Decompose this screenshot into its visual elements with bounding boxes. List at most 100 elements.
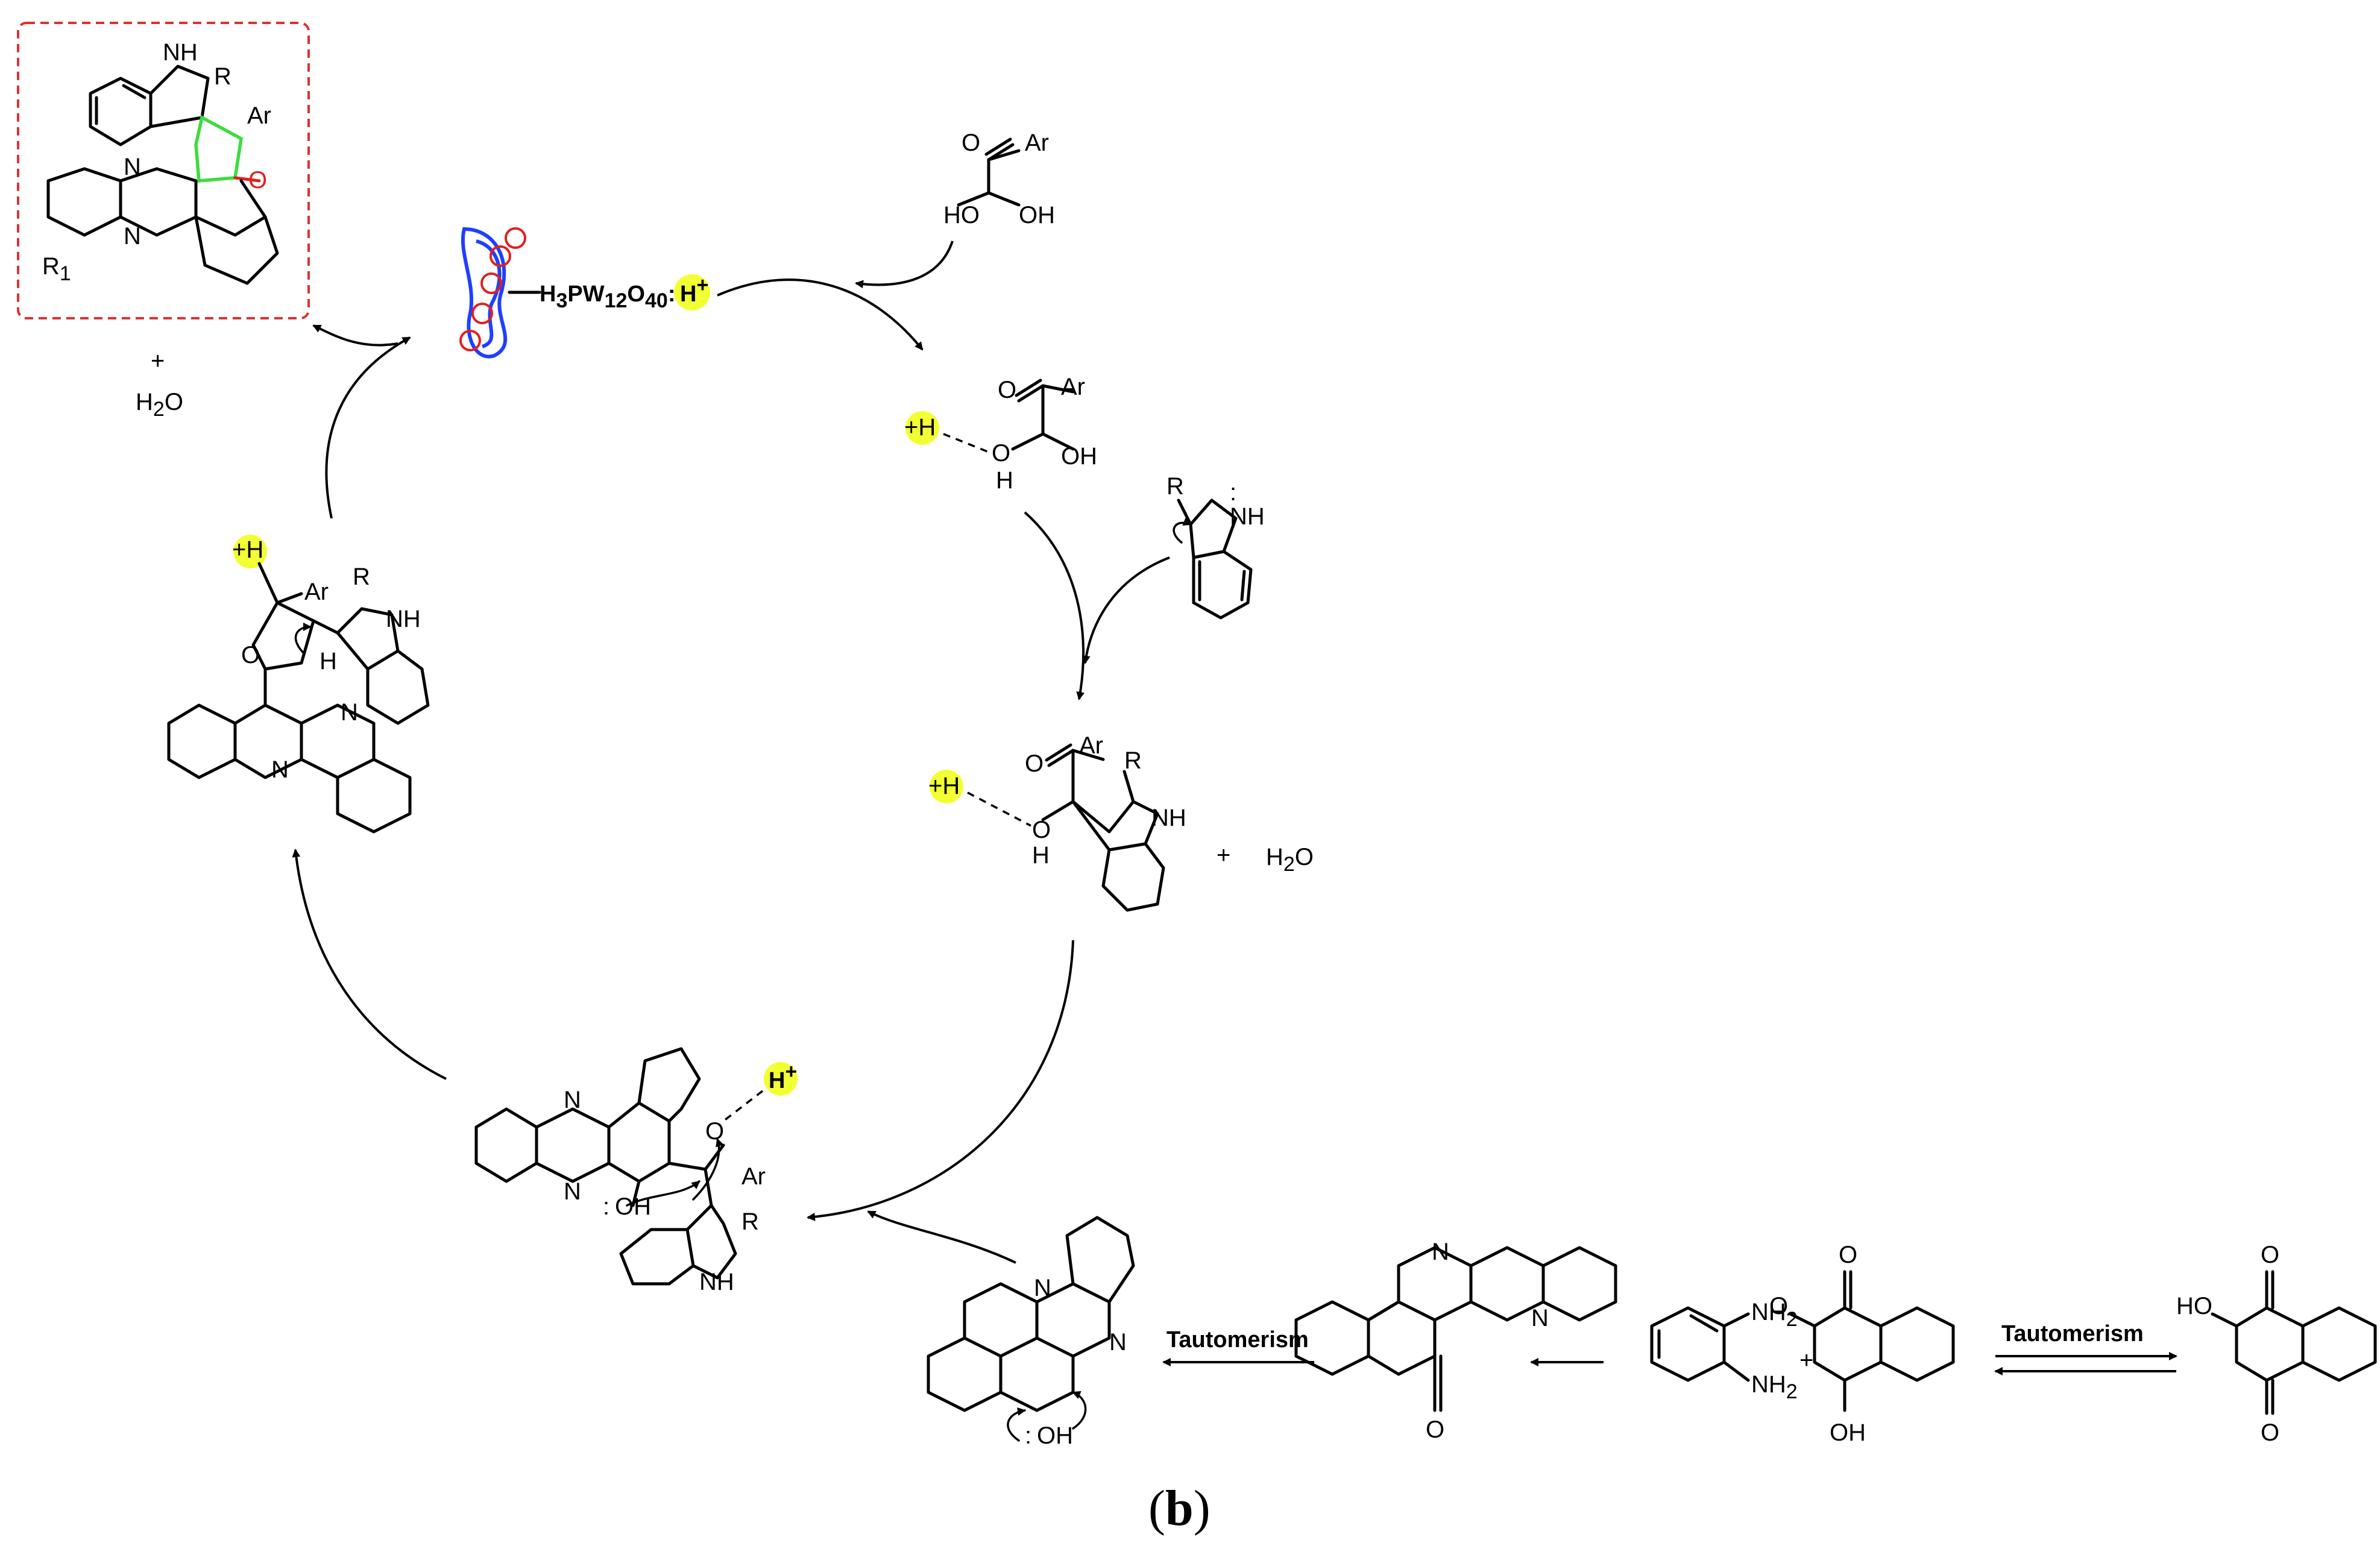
cyc-curved-arrow — [294, 623, 312, 655]
adduct-n-bottom: N — [564, 1178, 581, 1205]
proton-highlight-1 — [905, 411, 939, 445]
enol-oh: OH — [1037, 1422, 1073, 1449]
catalyst-proton-highlight — [674, 274, 710, 310]
adduct-curved-arrow-2 — [692, 1138, 724, 1201]
indole-curved-arrow — [1173, 518, 1192, 544]
diamine-nh2-top: NH2 — [1751, 1299, 1798, 1331]
product-ar: Ar — [247, 102, 271, 129]
protonated-hydrate — [1011, 379, 1075, 451]
adduct-intermediate — [474, 1047, 737, 1286]
adduct-oh: OH — [615, 1193, 651, 1220]
product-r: R — [214, 63, 231, 90]
proton-highlight-4 — [233, 535, 267, 568]
enol-benzophenazine — [927, 1216, 1135, 1412]
proton-label-2: +H — [928, 773, 960, 799]
int2-ar: Ar — [1079, 732, 1103, 759]
cyc-n1: N — [341, 699, 358, 726]
cycle-arrow-top — [717, 278, 924, 351]
int2-r: R — [1124, 747, 1142, 774]
plus-sign-3: + — [1799, 1347, 1813, 1374]
nq-o-top: O — [1839, 1242, 1857, 1268]
indole-entry-arrow — [1081, 556, 1170, 664]
product-o: O — [248, 167, 267, 193]
panel-label: (b) — [1148, 1480, 1210, 1536]
int2-o-top: O — [1025, 750, 1044, 777]
catalyst-proton: H+ — [680, 274, 708, 307]
cyc-o: O — [241, 642, 260, 668]
enol-lone-pair: : — [1025, 1422, 1031, 1449]
int2-nh: NH — [1151, 805, 1186, 831]
hbond-2 — [967, 791, 1031, 827]
nq-o-left: O — [1769, 1293, 1788, 1319]
o-phenylenediamine — [1650, 1306, 1750, 1382]
hbond-1 — [943, 433, 989, 453]
enol-entry-arrow — [867, 1210, 1016, 1264]
hydrate-oh: OH — [1061, 443, 1097, 470]
cyc-nh: NH — [386, 606, 421, 632]
hbond-3 — [722, 1090, 764, 1122]
water-2: H2O — [1266, 844, 1314, 876]
diamine-nh2-bottom: NH2 — [1751, 1371, 1798, 1403]
glyoxal-oh: OH — [1019, 202, 1055, 228]
proton-highlight-3 — [764, 1062, 798, 1096]
cyc-h: H — [320, 648, 337, 674]
catalyst-graphic — [459, 227, 541, 359]
tautomerism-label-1: Tautomerism — [1166, 1327, 1309, 1353]
lawsone-o-bottom: O — [2261, 1419, 2279, 1446]
indole-reagent — [1177, 498, 1253, 620]
lawsone — [2211, 1270, 2377, 1415]
lawsone-ho: HO — [2176, 1293, 2212, 1319]
keto-o: O — [1426, 1416, 1444, 1443]
keto-benzophenazine — [1294, 1246, 1617, 1412]
adduct-lone-pair: : — [603, 1193, 609, 1220]
enol-curved-arrow-1 — [1007, 1407, 1026, 1442]
plus-sign-2: + — [1217, 842, 1230, 869]
hydroxy-naphthoquinone — [1789, 1270, 1955, 1412]
cycle-arrow-right — [1024, 511, 1085, 700]
indolyl-hydroxy-intermediate — [1041, 743, 1165, 912]
hydrate-o: O — [992, 440, 1010, 467]
catalyst-formula: H3PW12O40: — [540, 281, 675, 312]
adduct-n-top: N — [564, 1087, 581, 1113]
tautomerism-label-2: Tautomerism — [2001, 1321, 2144, 1346]
cycle-arrow-lower-right — [807, 940, 1074, 1221]
glyoxal-entry-arrow — [855, 240, 954, 289]
arylglyoxal-hydrate — [957, 137, 1021, 207]
enol-n-top: N — [1034, 1275, 1051, 1301]
cycle-arrow-left — [325, 336, 411, 519]
proton-label-3: H+ — [769, 1060, 797, 1093]
cyc-r: R — [353, 564, 370, 590]
proton-highlight-2 — [930, 770, 963, 803]
cyc-ar: Ar — [304, 579, 329, 605]
hydrate-o-top: O — [998, 377, 1016, 403]
indole-lone-pair: : — [1230, 479, 1236, 506]
glyoxal-ar: Ar — [1025, 130, 1049, 156]
adduct-r: R — [741, 1208, 759, 1235]
product-n2: N — [124, 223, 141, 250]
adduct-ar: Ar — [741, 1163, 766, 1190]
cycle-arrow-lower-left — [292, 849, 447, 1080]
keto-n-top: N — [1432, 1239, 1449, 1265]
int2-o: O — [1032, 817, 1051, 843]
hydrate-h: H — [996, 467, 1013, 494]
product-structure — [46, 64, 279, 285]
glyoxal-o: O — [962, 130, 980, 156]
proton-label-4: +H — [232, 536, 263, 563]
plus-sign-water: + — [151, 348, 165, 374]
cyclized-intermediate — [167, 562, 430, 834]
enol-curved-arrow-2 — [1072, 1390, 1087, 1430]
cyc-n2: N — [271, 756, 289, 783]
glyoxal-ho: HO — [943, 202, 980, 228]
adduct-o: O — [705, 1118, 724, 1145]
indole-r: R — [1166, 473, 1184, 500]
product-box — [17, 22, 310, 319]
adduct-nh: NH — [699, 1269, 734, 1295]
lawsone-o-top: O — [2261, 1242, 2279, 1268]
proton-label-1: +H — [904, 414, 936, 441]
hydrate-ar: Ar — [1061, 374, 1085, 400]
product-nh: NH — [163, 39, 198, 66]
water-product: H2O — [136, 389, 183, 421]
product-n1: N — [124, 154, 141, 180]
product-release-arrow — [312, 324, 398, 347]
